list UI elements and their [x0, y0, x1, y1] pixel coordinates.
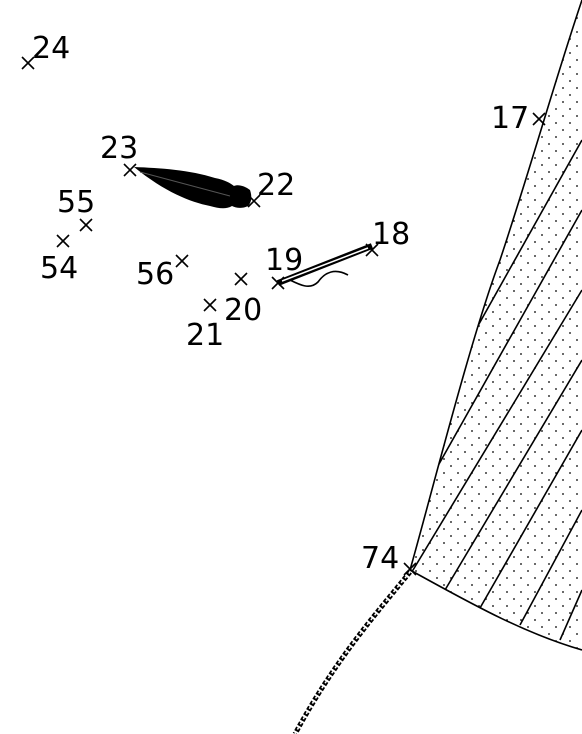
point-label-21: 21 — [186, 318, 224, 353]
point-label-20: 20 — [224, 293, 262, 328]
point-label-24: 24 — [32, 31, 70, 66]
point-label-55: 55 — [57, 185, 95, 220]
point-21-marker — [203, 298, 217, 312]
point-label-74: 74 — [361, 541, 399, 576]
point-56-marker — [175, 254, 189, 268]
figure-shape — [134, 167, 252, 209]
point-label-18: 18 — [372, 217, 410, 252]
point-label-17: 17 — [491, 101, 529, 136]
point-markers — [21, 56, 546, 576]
point-labels: 24 23 22 55 54 56 19 18 20 21 17 74 — [32, 31, 529, 576]
point-label-22: 22 — [257, 168, 295, 203]
chain-line — [292, 570, 412, 734]
point-23-marker — [123, 163, 137, 177]
point-20-marker — [271, 276, 285, 290]
point-22-marker — [247, 194, 261, 208]
point-54-marker — [56, 234, 70, 248]
point-label-19: 19 — [265, 243, 303, 278]
point-label-56: 56 — [136, 257, 174, 292]
point-24-marker — [21, 56, 35, 70]
hatched-area — [409, 0, 582, 651]
point-label-23: 23 — [100, 131, 138, 166]
point-label-54: 54 — [40, 251, 78, 286]
point-19-marker — [234, 272, 248, 286]
point-18-marker — [365, 243, 379, 257]
point-17-marker — [532, 112, 546, 126]
point-74-marker — [403, 562, 417, 576]
point-55-marker — [79, 218, 93, 232]
bar-shape — [276, 243, 374, 287]
